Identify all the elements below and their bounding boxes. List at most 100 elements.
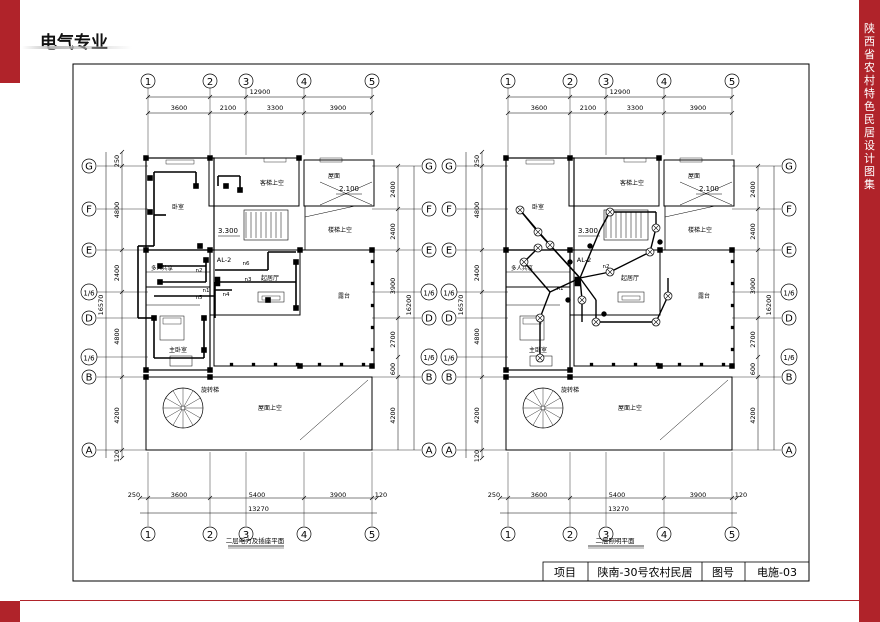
axis-bubble-left — [441, 201, 457, 217]
axis-label-bottom: 4 — [301, 530, 307, 541]
roof-room-wall — [303, 159, 375, 207]
dim-tick — [505, 94, 511, 100]
dim-tick — [395, 163, 401, 169]
room-label-master-bedroom: 主卧室 — [169, 346, 187, 354]
spiral-stair-tread — [172, 390, 184, 409]
dim-tick — [755, 354, 761, 360]
room-label-spiral: 旋转梯 — [201, 386, 219, 394]
dim-tick — [479, 447, 485, 453]
dim-top: 3900 — [330, 104, 347, 112]
axis-label-right: F — [786, 205, 792, 216]
axis-label-left: F — [86, 205, 92, 216]
dim-tick — [374, 495, 380, 501]
dim-tick — [207, 110, 213, 116]
circuit-label: n2 — [603, 264, 610, 270]
roof-slope — [659, 379, 729, 441]
dim-left: 2400 — [113, 265, 121, 282]
dim-right: 2400 — [389, 181, 397, 198]
dim-tick — [479, 247, 485, 253]
axis-bubble-right — [781, 158, 797, 174]
elevation-mark: 3.300 — [578, 227, 598, 235]
axis-label-left: 1/6 — [83, 290, 95, 298]
railing-post — [730, 347, 735, 352]
axis-bubble-top — [724, 73, 740, 89]
axis-bubble-top — [364, 73, 380, 89]
dim-tick — [119, 163, 125, 169]
spiral-stair-tread — [542, 397, 561, 409]
axis-label-bottom: 2 — [567, 530, 573, 541]
dim-right: 2400 — [389, 223, 397, 240]
dim-tick — [207, 495, 213, 501]
window — [263, 157, 287, 163]
axis-bubble-right — [780, 348, 798, 366]
room-label-stair-void: 楼梯上空 — [688, 226, 712, 234]
dim-tick — [479, 149, 485, 155]
column — [729, 247, 735, 253]
axis-label-right: B — [426, 373, 433, 384]
dim-tick — [301, 495, 307, 501]
axis-bubble-left — [81, 369, 97, 385]
dim-tick — [755, 315, 761, 321]
dim-tick — [479, 374, 485, 380]
dim-tick — [479, 455, 485, 461]
socket-outlet — [197, 243, 203, 249]
dim-tick — [497, 495, 503, 501]
dim-left: 4800 — [113, 202, 121, 219]
dim-right-total: 16200 — [765, 295, 773, 316]
axis-label-left: A — [446, 446, 453, 457]
dim-tick — [729, 110, 735, 116]
railing-post — [370, 281, 375, 286]
light-fixture-cross — [578, 296, 586, 304]
socket-outlet — [151, 315, 157, 321]
axis-label-right: 1/6 — [783, 354, 795, 362]
column — [503, 155, 509, 161]
wall-switch — [657, 239, 663, 245]
railing-post — [295, 362, 300, 367]
dim-tick — [661, 110, 667, 116]
railing-post — [730, 281, 735, 286]
dim-right: 600 — [749, 363, 757, 375]
spiral-stair-tread — [532, 407, 544, 426]
column — [503, 367, 509, 373]
dim-tick — [301, 94, 307, 100]
column — [297, 247, 303, 253]
railing-post — [655, 362, 660, 367]
dim-tick — [567, 94, 573, 100]
dim-tick — [395, 354, 401, 360]
upper-room-wall — [568, 157, 660, 207]
dim-tick — [395, 315, 401, 321]
axis-label-bottom: 1 — [145, 530, 151, 541]
dim-top: 3300 — [627, 104, 644, 112]
axis-label-right: D — [425, 314, 433, 325]
socket-outlet — [157, 263, 163, 269]
light-fixture — [605, 207, 615, 217]
axis-label-right: 1/6 — [783, 290, 795, 298]
axis-label-right: E — [786, 246, 792, 257]
room-label-shared: 多人共享 — [511, 264, 534, 272]
railing-post — [589, 362, 594, 367]
axis-label-bottom: 2 — [207, 530, 213, 541]
room-label-spiral: 旋转梯 — [561, 386, 579, 394]
spiral-stair-tread — [182, 407, 201, 419]
axis-bubble-bottom — [724, 526, 740, 542]
axis-label-left: G — [85, 162, 93, 173]
axis-bubble-right — [421, 158, 437, 174]
circuit-label: n4 — [223, 292, 230, 298]
dim-tick — [505, 495, 511, 501]
lighting-circuit — [609, 251, 651, 273]
socket-outlet — [293, 305, 299, 311]
socket-outlet — [157, 279, 163, 285]
axis-label-top: 2 — [207, 77, 213, 88]
railing-post — [730, 259, 735, 264]
spiral-stair-tread — [542, 390, 554, 409]
axis-bubble-right — [421, 201, 437, 217]
panel-label: AL-2 — [217, 256, 231, 264]
dim-left: 4200 — [473, 407, 481, 424]
circuit-label: n5 — [196, 295, 203, 301]
dim-tick — [207, 94, 213, 100]
axis-label-left: B — [86, 373, 93, 384]
dim-right-total: 16200 — [405, 295, 413, 316]
dim-bottom: 5400 — [249, 491, 266, 499]
wall-switch — [587, 243, 593, 249]
